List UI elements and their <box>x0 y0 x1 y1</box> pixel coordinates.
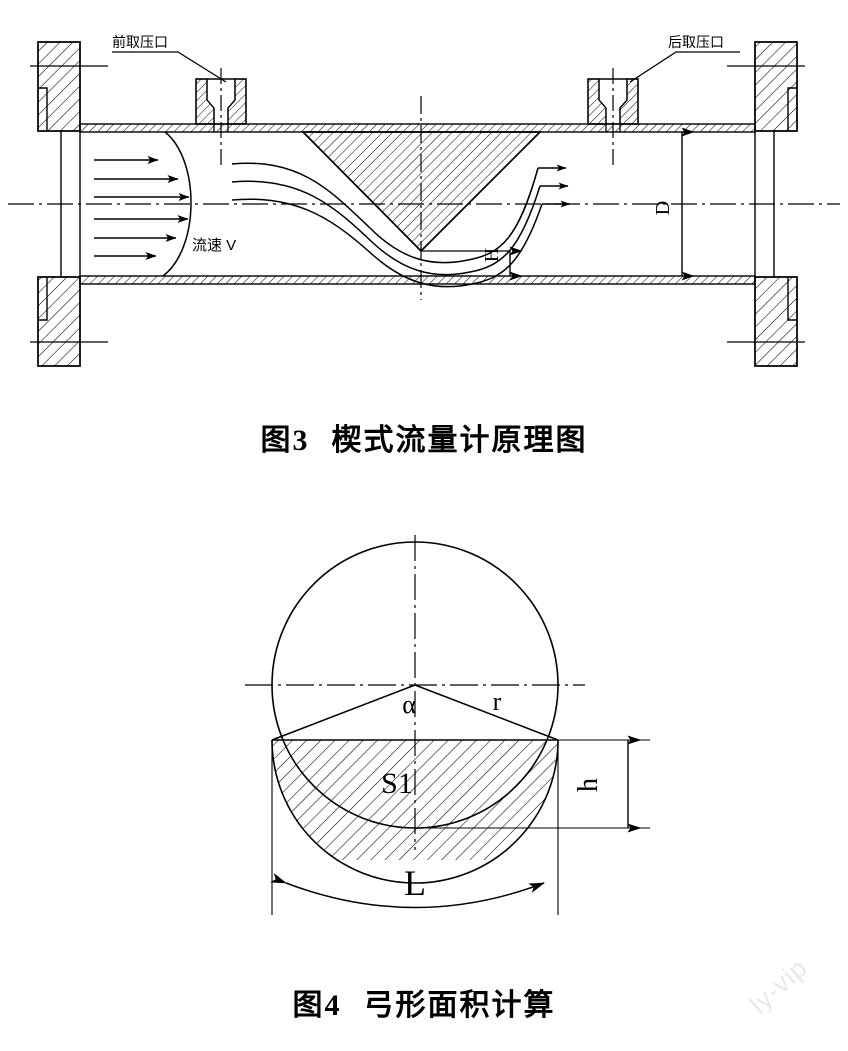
segment-area-label: S1 <box>381 767 413 800</box>
velocity-label: 流速 V <box>192 237 236 254</box>
figure-4-caption: 图4 弓形面积计算 <box>0 980 848 1024</box>
figure-3-caption-prefix: 图 <box>260 424 293 457</box>
front-tap-leader <box>112 51 227 83</box>
rear-tap-leader <box>629 51 740 83</box>
angle-alpha-label: α <box>402 690 416 719</box>
figure-3-caption-number: 3 <box>292 424 310 457</box>
chord-length-label: L <box>404 863 426 903</box>
diameter-d-label: D <box>652 201 674 215</box>
radius-r-label: r <box>493 687 502 716</box>
figure-3-caption-title: 楔式流量计原理图 <box>331 424 588 457</box>
figure-3-drawing: 前取压口 后取压口 流速 V H D <box>0 0 848 400</box>
figure-3-caption: 图3 楔式流量计原理图 <box>0 415 848 459</box>
chord-span-arc <box>270 873 545 909</box>
figure-3-svg: 前取压口 后取压口 流速 V H D <box>8 34 840 367</box>
front-tap-label: 前取压口 <box>112 34 168 50</box>
segment-height-label: h <box>573 778 604 792</box>
figure-4-caption-prefix: 图 <box>292 989 325 1022</box>
figure-4-caption-title: 弓形面积计算 <box>363 989 556 1022</box>
rear-tap-label: 后取压口 <box>668 34 724 50</box>
figure-4-caption-number: 4 <box>324 989 342 1022</box>
figure-4-drawing: α r S1 h L <box>0 495 848 955</box>
height-h-label: H <box>481 248 503 262</box>
figure-4-svg: α r S1 h L <box>245 535 650 915</box>
